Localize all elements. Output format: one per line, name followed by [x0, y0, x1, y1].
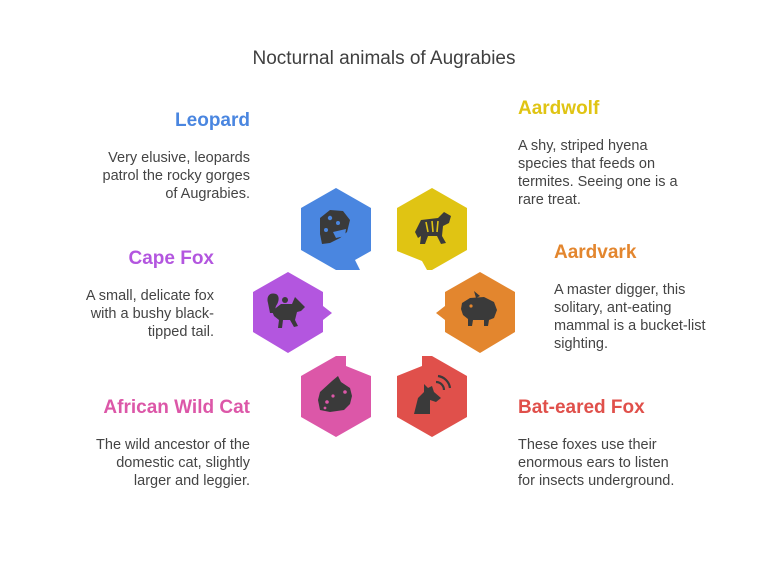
cape-fox-block: Cape Fox A small, delicate fox with a bu… — [14, 247, 214, 341]
leopard-name: Leopard — [175, 110, 250, 131]
bat-eared-fox-hexagon — [397, 356, 467, 437]
aardwolf-block: Aardwolf A shy, striped hyena species th… — [518, 97, 718, 209]
african-wild-cat-description: The wild ancestor of the domestic cat, s… — [96, 437, 250, 489]
fox-icon — [267, 293, 305, 328]
leopard-icon — [320, 210, 350, 244]
african-wild-cat-block: African Wild Cat The wild ancestor of th… — [50, 396, 250, 490]
diagram-title: Nocturnal animals of Augrabies — [252, 48, 516, 69]
leopard-hexagon — [301, 188, 371, 270]
aardvark-block: Aardvark A master digger, this solitary,… — [554, 241, 754, 353]
aardvark-icon — [461, 291, 497, 326]
cape-fox-name: Cape Fox — [128, 248, 214, 269]
fox-listening-icon — [414, 374, 452, 414]
aardvark-name: Aardvark — [554, 242, 637, 263]
leopard-description: Very elusive, leopards patrol the rocky … — [102, 150, 251, 202]
aardvark-description: A master digger, this solitary, ant-eati… — [554, 282, 706, 352]
african-wild-cat-hexagon — [301, 356, 371, 437]
wild-cat-icon — [318, 376, 352, 412]
hyena-icon — [415, 212, 451, 244]
bat-eared-fox-description: These foxes use their enormous ears to l… — [518, 437, 675, 489]
bat-eared-fox-block: Bat-eared Fox These foxes use their enor… — [518, 396, 718, 490]
leopard-block: Leopard Very elusive, leopards patrol th… — [50, 109, 251, 203]
aardwolf-description: A shy, striped hyena species that feeds … — [518, 138, 678, 208]
aardvark-hexagon — [436, 272, 515, 353]
cape-fox-description: A small, delicate fox with a bushy black… — [85, 288, 214, 340]
cape-fox-hexagon — [253, 272, 332, 353]
bat-eared-fox-name: Bat-eared Fox — [518, 397, 645, 418]
aardwolf-hexagon — [397, 188, 467, 270]
aardwolf-name: Aardwolf — [518, 98, 600, 119]
african-wild-cat-name: African Wild Cat — [103, 397, 250, 418]
